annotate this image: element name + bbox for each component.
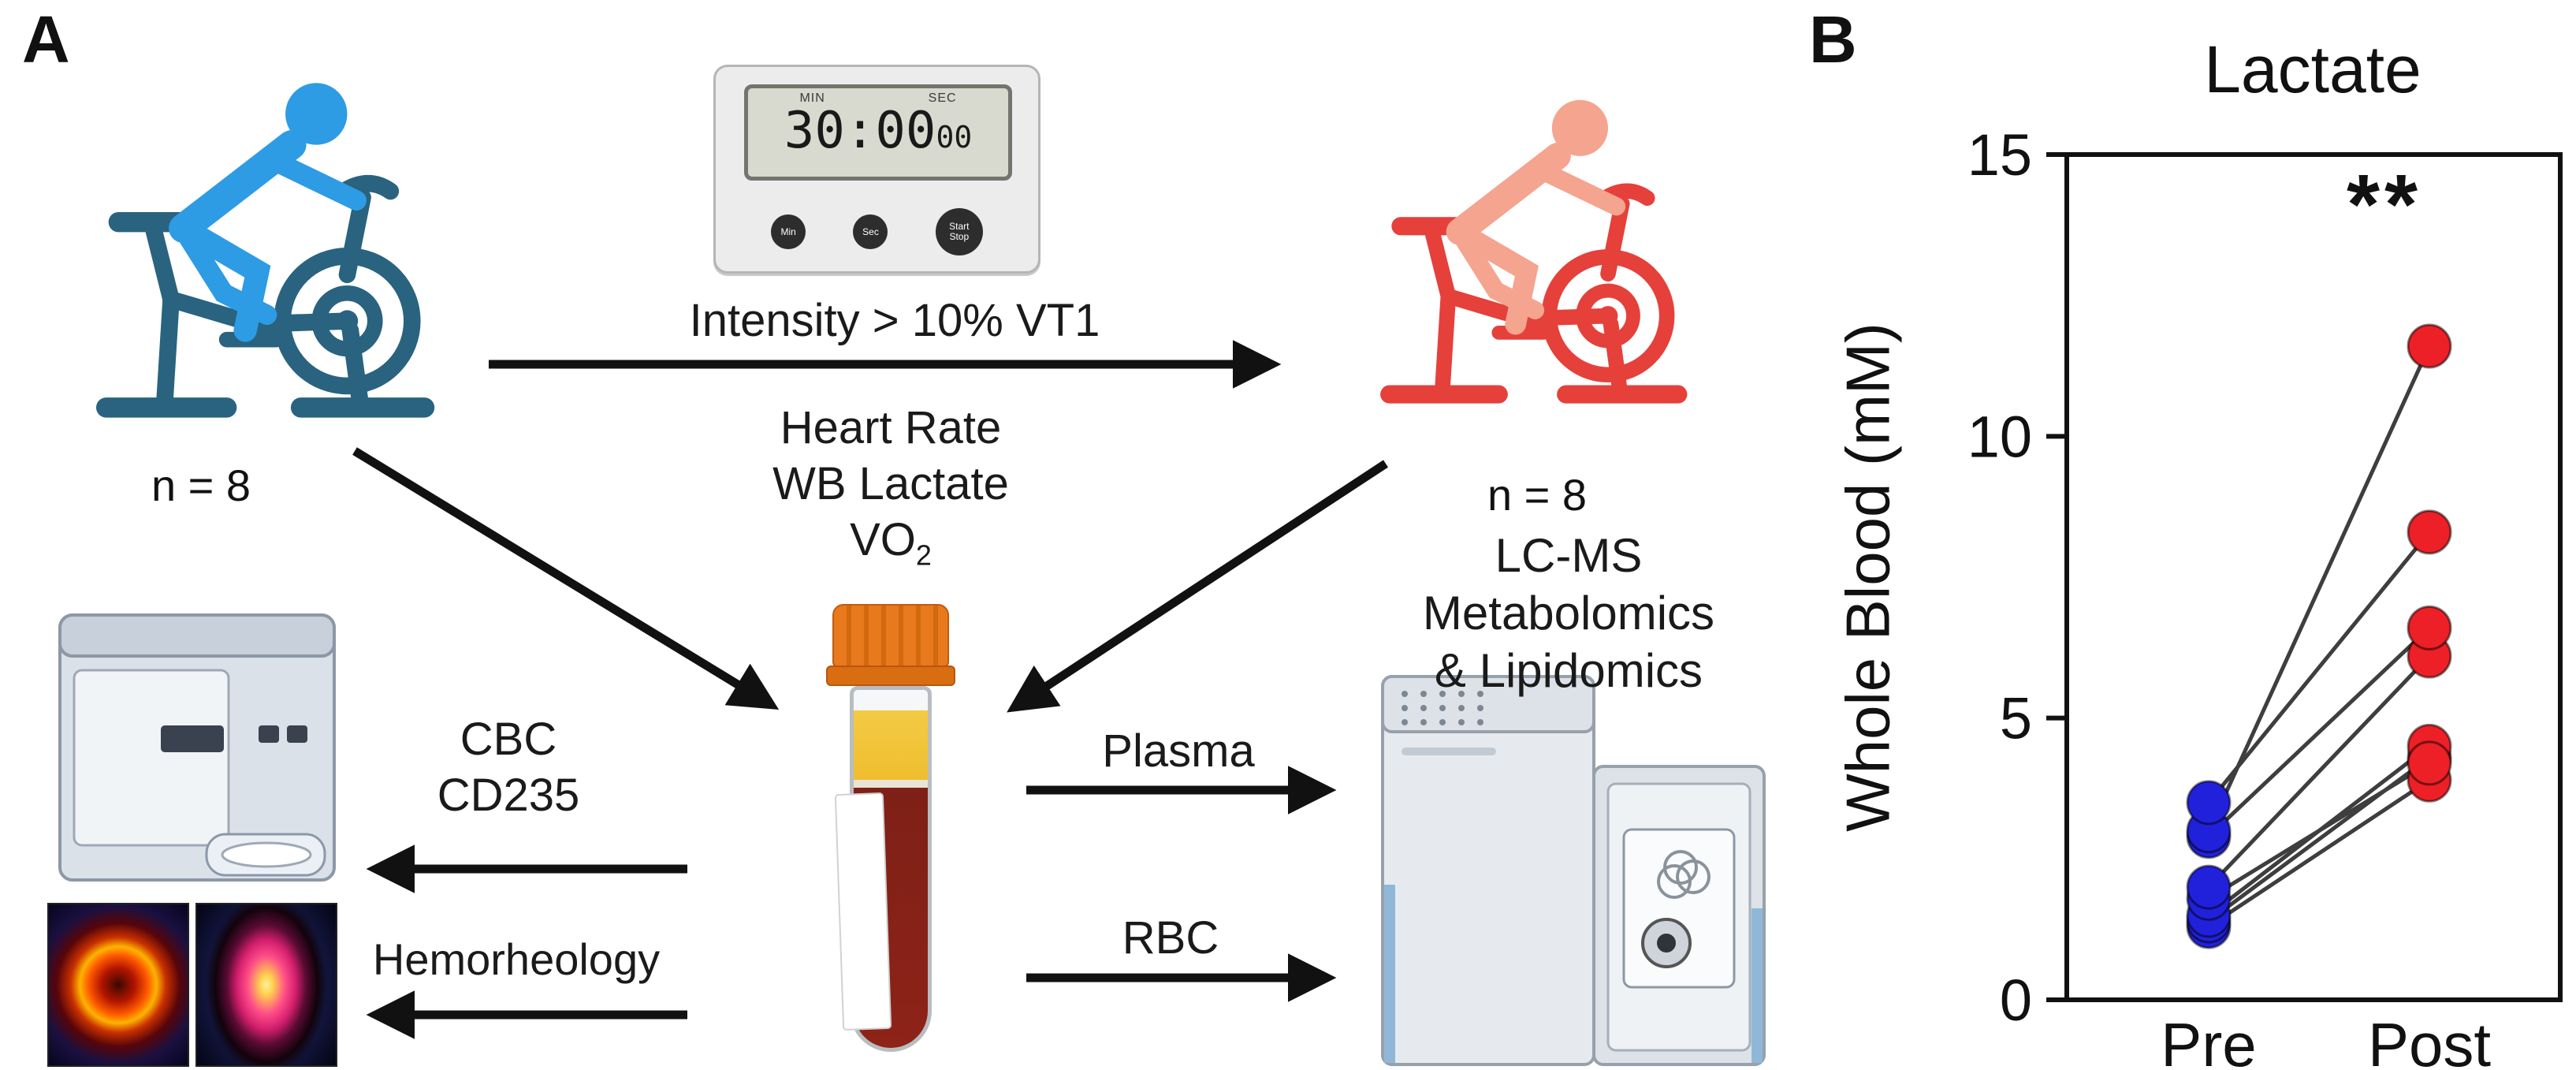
x-category-label: Pre (2161, 1010, 2256, 1070)
timer-time-frac: 00 (936, 120, 973, 155)
blood-tube-icon (826, 604, 955, 1053)
timer-sec-button: Sec (853, 214, 888, 249)
post-data-point (2407, 323, 2452, 369)
y-axis-label: Whole Blood (mM) (1833, 322, 1903, 832)
lcms-instrument-icon (1381, 675, 1766, 1066)
pre-group-n: n = 8 (151, 460, 251, 510)
central-measures: Heart Rate WB Lactate VO2 (709, 401, 1072, 572)
plasma-label: Plasma (1102, 725, 1255, 777)
timer-lcd: MIN SEC 30:00 00 (744, 84, 1012, 181)
cyclist-post-icon (1380, 99, 1688, 404)
timer-min-caption: MIN (799, 91, 825, 105)
timer-time-main: 30:00 (784, 102, 936, 160)
tube-label (834, 792, 892, 1031)
timer-min-button: Min (771, 214, 806, 249)
post-data-point (2407, 740, 2452, 786)
significance-marker: ** (2346, 156, 2423, 252)
cbc-label: CBC (460, 714, 557, 765)
pair-line (2207, 778, 2431, 929)
hematology-analyzer-icon (58, 613, 336, 882)
post-group-n: n = 8 (1487, 470, 1588, 520)
pair-line (2207, 531, 2431, 804)
hemorheology-images (47, 903, 337, 1067)
cd235-label: CD235 (437, 769, 580, 821)
pair-line (2206, 345, 2432, 832)
arrow-post-to-tube (1007, 460, 1389, 713)
buffy-coat-layer (854, 780, 928, 788)
timer-startstop-button: Start Stop (935, 208, 983, 255)
tube-cap (832, 604, 949, 667)
metabolomics-label: Metabolomics (1422, 587, 1715, 640)
timer-sec-caption: SEC (928, 91, 957, 105)
chart-title: Lactate (2204, 32, 2422, 106)
pair-line (2207, 654, 2431, 889)
x-category-label: Post (2368, 1010, 2491, 1070)
pair-line (2207, 626, 2431, 838)
hemorheology-label: Hemorheology (372, 934, 661, 984)
panel-a-label: A (22, 2, 70, 76)
pre-data-point (2186, 864, 2232, 910)
tube-collar (826, 665, 955, 686)
y-tick-label: 10 (1967, 404, 2032, 469)
cyclist-pre-icon (95, 83, 435, 418)
measure-heart-rate: Heart Rate (780, 402, 1002, 453)
pre-data-point (2186, 780, 2232, 826)
post-data-point (2407, 605, 2452, 651)
y-tick-label: 0 (2000, 967, 2032, 1033)
measure-vo2: VO2 (850, 513, 932, 572)
arrow-pre-to-tube (352, 447, 780, 710)
measure-wb-lactate: WB Lactate (772, 457, 1009, 509)
y-tick-label: 5 (2000, 686, 2032, 751)
lcms-label: LC-MS (1495, 529, 1643, 582)
plasma-layer (854, 710, 928, 780)
lipidomics-label: & Lipidomics (1434, 644, 1703, 698)
rbc-label: RBC (1122, 912, 1219, 964)
pair-line (2207, 761, 2431, 900)
y-tick-label: 15 (1967, 122, 2032, 188)
diffraction-pattern-2 (195, 903, 337, 1067)
timer-display: 30:00 00 (748, 106, 1008, 156)
protocol-label: Intensity > 10% VT1 (689, 295, 1100, 346)
plot-frame (2064, 152, 2563, 1002)
cbc-labels: CBC CD235 (394, 712, 623, 824)
lcms-labels: LC-MS Metabolomics & Lipidomics (1372, 527, 1766, 700)
panel-b-label: B (1809, 2, 1857, 76)
post-data-point (2407, 509, 2452, 555)
timer-icon: MIN SEC 30:00 00 Min Sec Start Stop (713, 65, 1040, 274)
diffraction-pattern-1 (47, 903, 189, 1067)
